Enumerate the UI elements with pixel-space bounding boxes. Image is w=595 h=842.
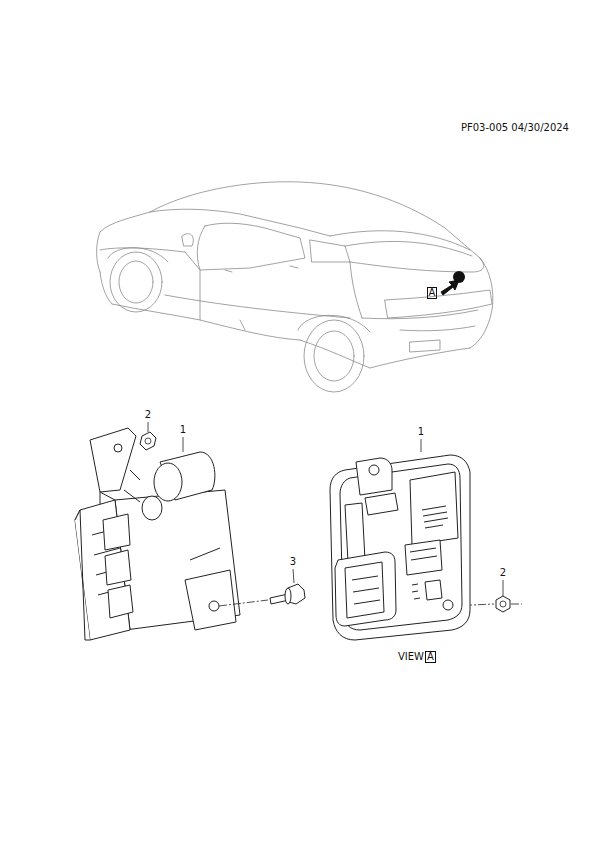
nut-right <box>496 596 510 612</box>
bolt <box>270 584 305 604</box>
callout-number: 2 <box>145 410 151 420</box>
module-side-view <box>75 428 240 640</box>
drawing-reference: PF03-005 04/30/2024 <box>461 123 569 133</box>
car-illustration <box>97 182 493 392</box>
view-marker: A <box>427 287 438 299</box>
location-pointer <box>441 271 465 295</box>
callout-number: 3 <box>290 557 296 567</box>
module-view-a <box>330 455 470 640</box>
view-caption: VIEW <box>398 652 424 662</box>
callout-number: 2 <box>500 568 506 578</box>
callout-number: 1 <box>180 425 186 435</box>
nut-left <box>140 432 156 450</box>
callout-number: 1 <box>418 427 424 437</box>
view-marker: A <box>425 651 436 663</box>
